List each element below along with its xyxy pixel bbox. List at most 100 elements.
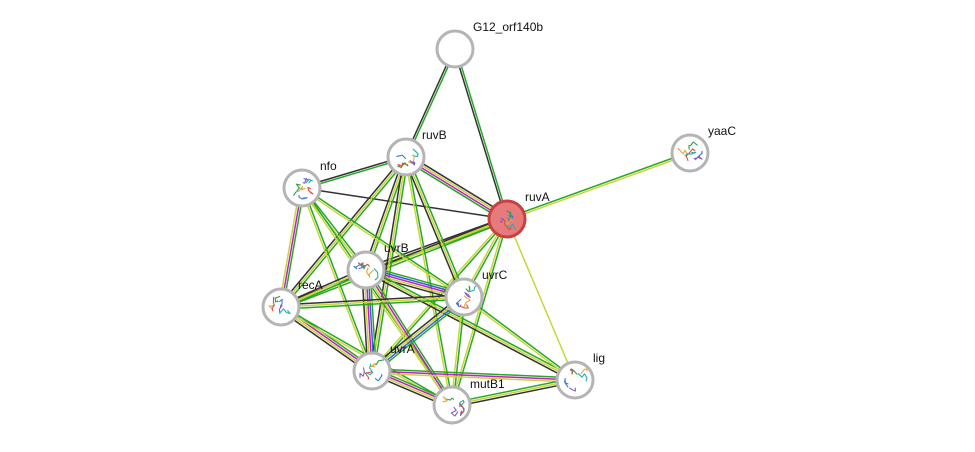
edge-line-yellow <box>404 156 452 406</box>
edge-uvrC-recA[interactable] <box>280 294 465 310</box>
edge-line-yellow <box>451 379 576 406</box>
edge-line-green <box>403 158 507 223</box>
structure-strand <box>577 372 588 382</box>
edge-ruvA-lig[interactable] <box>506 218 576 381</box>
edge-line-green <box>406 156 454 406</box>
protein-structure-icon <box>353 262 379 281</box>
edge-uvrC-lig[interactable] <box>462 295 577 382</box>
node-recA[interactable]: recA <box>261 278 323 327</box>
node-label: G12_orf140b <box>473 20 543 34</box>
edge-line-yellow <box>405 155 509 219</box>
edge-line-green <box>450 377 576 404</box>
protein-structure-icon <box>500 210 517 231</box>
structure-strand <box>278 304 283 314</box>
edge-uvrA-lig[interactable] <box>371 368 576 383</box>
edge-line-green <box>373 156 409 373</box>
structure-strand <box>442 396 448 403</box>
edge-line-black <box>404 47 455 158</box>
node-yaaC[interactable]: yaaC <box>670 124 736 173</box>
node-uvrA[interactable]: uvrA <box>352 342 415 391</box>
edge-layer <box>278 47 692 409</box>
node-uvrB[interactable]: uvrB <box>346 241 409 290</box>
structure-strand <box>296 185 306 193</box>
edge-line-yellow <box>300 188 465 299</box>
structure-strand <box>360 263 371 267</box>
edge-ruvA-yaaC[interactable] <box>505 151 692 221</box>
node-circle <box>435 29 475 69</box>
structure-strand <box>407 154 415 164</box>
structure-strand <box>364 371 372 380</box>
edge-line-magenta <box>371 370 576 381</box>
edge-G12_orf140b-ruvA[interactable] <box>453 47 509 221</box>
structure-strand <box>505 223 517 230</box>
edge-nfo-recA[interactable] <box>278 186 305 309</box>
edge-ruvB-uvrA[interactable] <box>369 155 409 373</box>
edge-line-green <box>301 186 466 297</box>
node-label: yaaC <box>708 124 736 138</box>
structure-strand <box>359 367 365 378</box>
edge-line-black <box>301 187 508 220</box>
node-nfo[interactable]: nfo <box>282 159 337 208</box>
edge-line-yellow <box>371 372 576 383</box>
node-label: lig <box>593 351 605 365</box>
protein-structure-icon <box>396 148 419 169</box>
edge-uvrB-lig[interactable] <box>364 267 577 383</box>
edge-ruvB-recA[interactable] <box>278 154 409 310</box>
structure-strand <box>693 155 703 160</box>
structure-strand <box>279 308 291 315</box>
structure-strand <box>464 292 471 299</box>
node-circle <box>444 277 484 317</box>
edge-nfo-uvrC[interactable] <box>300 186 466 299</box>
node-uvrC[interactable]: uvrC <box>444 268 508 317</box>
structure-strand <box>455 298 462 308</box>
edge-ruvB-mutB1[interactable] <box>404 156 454 406</box>
edge-line-green <box>281 220 509 310</box>
edge-line-yellow <box>506 153 692 221</box>
edge-ruvA-ruvB[interactable] <box>403 153 510 223</box>
edge-G12_orf140b-ruvB[interactable] <box>404 47 457 159</box>
edge-ruvA-nfo[interactable] <box>301 187 508 220</box>
node-ruvB[interactable]: ruvB <box>386 128 447 177</box>
edge-line-black <box>406 153 510 218</box>
node-mutB1[interactable]: mutB1 <box>432 377 505 425</box>
structure-strand <box>375 359 385 366</box>
node-label: uvrC <box>482 268 508 282</box>
node-label: nfo <box>320 159 337 173</box>
structure-strand <box>365 267 375 278</box>
node-lig[interactable]: lig <box>555 351 605 400</box>
protein-structure-icon <box>359 359 385 382</box>
edge-line-yellow <box>365 269 576 381</box>
node-circle <box>487 199 527 239</box>
structure-strand <box>360 262 366 270</box>
edge-line-yellow <box>278 186 301 308</box>
edge-line-green <box>373 298 467 375</box>
edge-line-black <box>369 155 405 372</box>
edge-line-yellow <box>300 187 372 373</box>
edge-line-green <box>407 155 467 297</box>
edge-uvrC-uvrA[interactable] <box>369 293 467 375</box>
structure-strand <box>505 218 513 225</box>
edge-line-green <box>280 298 465 310</box>
node-G12_orf140b[interactable]: G12_orf140b <box>435 20 543 69</box>
node-label: ruvA <box>525 190 550 204</box>
structure-strand <box>688 141 698 150</box>
edge-line-green <box>505 151 691 219</box>
edge-line-green <box>371 368 576 379</box>
edge-line-yellow <box>280 156 407 308</box>
node-ruvA[interactable]: ruvA <box>487 190 550 239</box>
edge-mutB1-lig[interactable] <box>450 377 577 408</box>
structure-strand <box>374 373 383 382</box>
edge-ruvB-uvrC[interactable] <box>403 155 467 299</box>
structure-strand <box>458 399 465 408</box>
edge-line-green <box>463 295 577 380</box>
edge-line-yellow <box>371 156 407 372</box>
structure-strand <box>500 218 505 223</box>
node-layer: G12_orf140b ruvB nfo ruvA yaaC uvrB uvrC recA uv… <box>261 20 736 425</box>
node-circle <box>432 385 472 425</box>
edge-line-green <box>455 47 509 220</box>
protein-structure-icon <box>564 368 588 392</box>
structure-strand <box>412 148 419 157</box>
protein-structure-icon <box>442 396 465 417</box>
